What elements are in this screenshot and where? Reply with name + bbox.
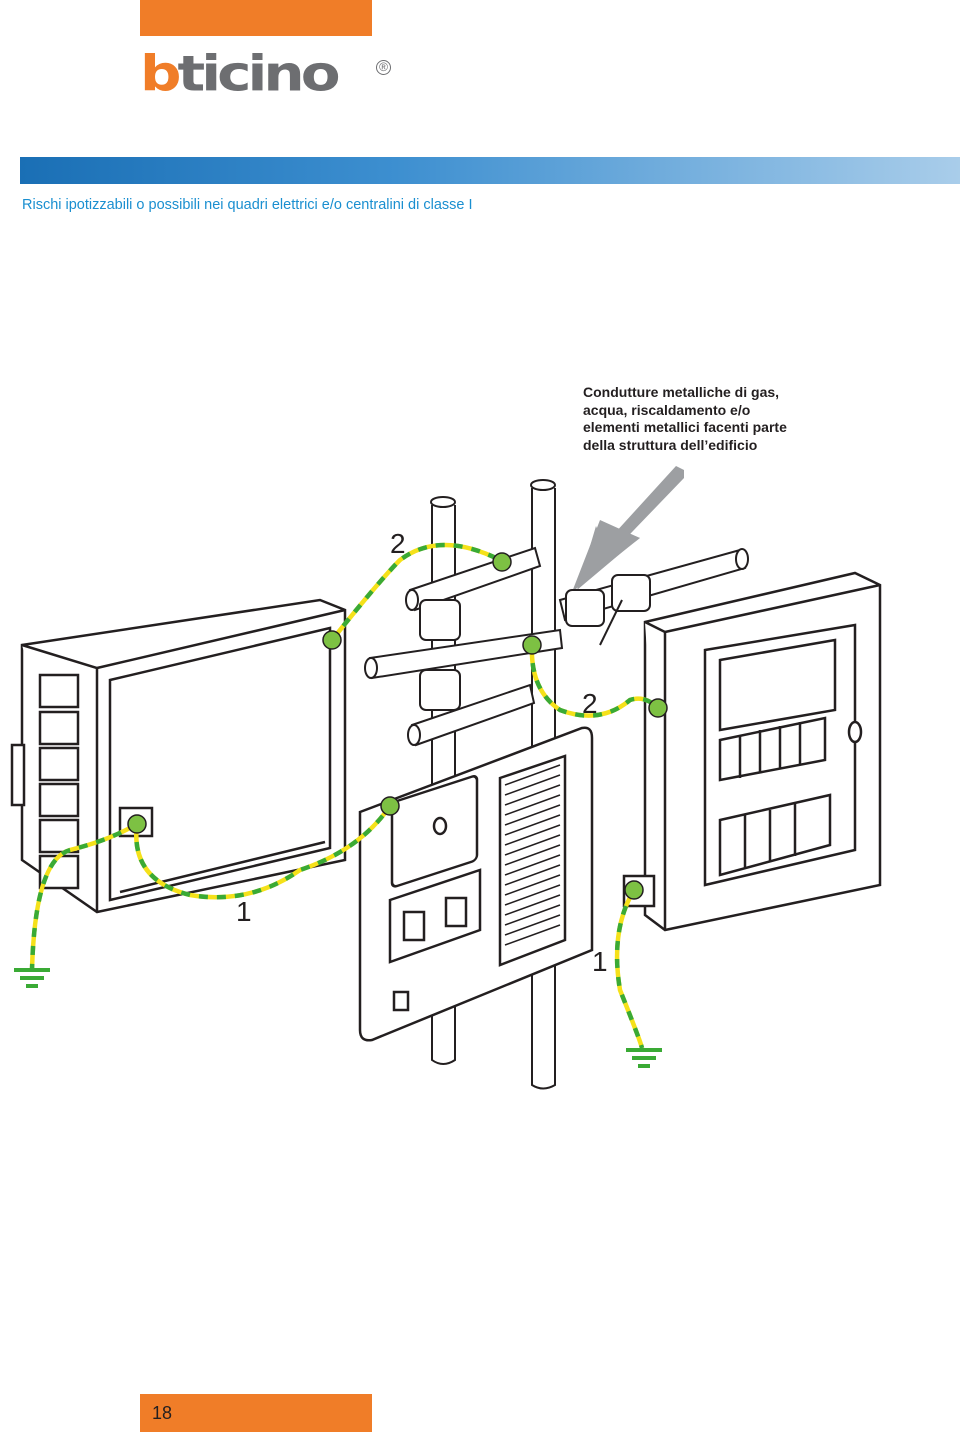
right-enclosure [622,571,882,932]
label-2-left: 2 [390,528,406,559]
header-blue-band [20,157,960,184]
callout-text: Condutture metalliche di gas, acqua, ris… [583,384,843,454]
header-orange-bar [140,0,372,36]
bticino-logo: bticino ® [140,49,391,102]
page-number: 18 [152,1403,173,1423]
callout-line: elementi metallici facenti parte [583,419,787,435]
label-2-right: 2 [582,688,598,719]
grounding-illustration [10,466,882,1090]
front-panel [358,726,594,1042]
section-title: Rischi ipotizzabili o possibili nei quad… [22,197,473,213]
earth-symbol-left [14,968,50,988]
footer-orange-bar [140,1394,372,1432]
callout-arrow [572,466,684,592]
callout-line: della struttura dell’edificio [583,436,758,453]
left-enclosure [10,598,347,914]
label-1-left: 1 [236,896,252,927]
callout-line: Condutture metalliche di gas, [583,384,780,400]
label-1-right: 1 [592,946,608,977]
registered-mark: ® [376,60,391,75]
earth-symbol-right [626,1048,662,1068]
ground-wires [29,542,660,1049]
ground-connection-points [127,552,668,900]
callout-line: acqua, riscaldamento e/o [583,401,751,418]
